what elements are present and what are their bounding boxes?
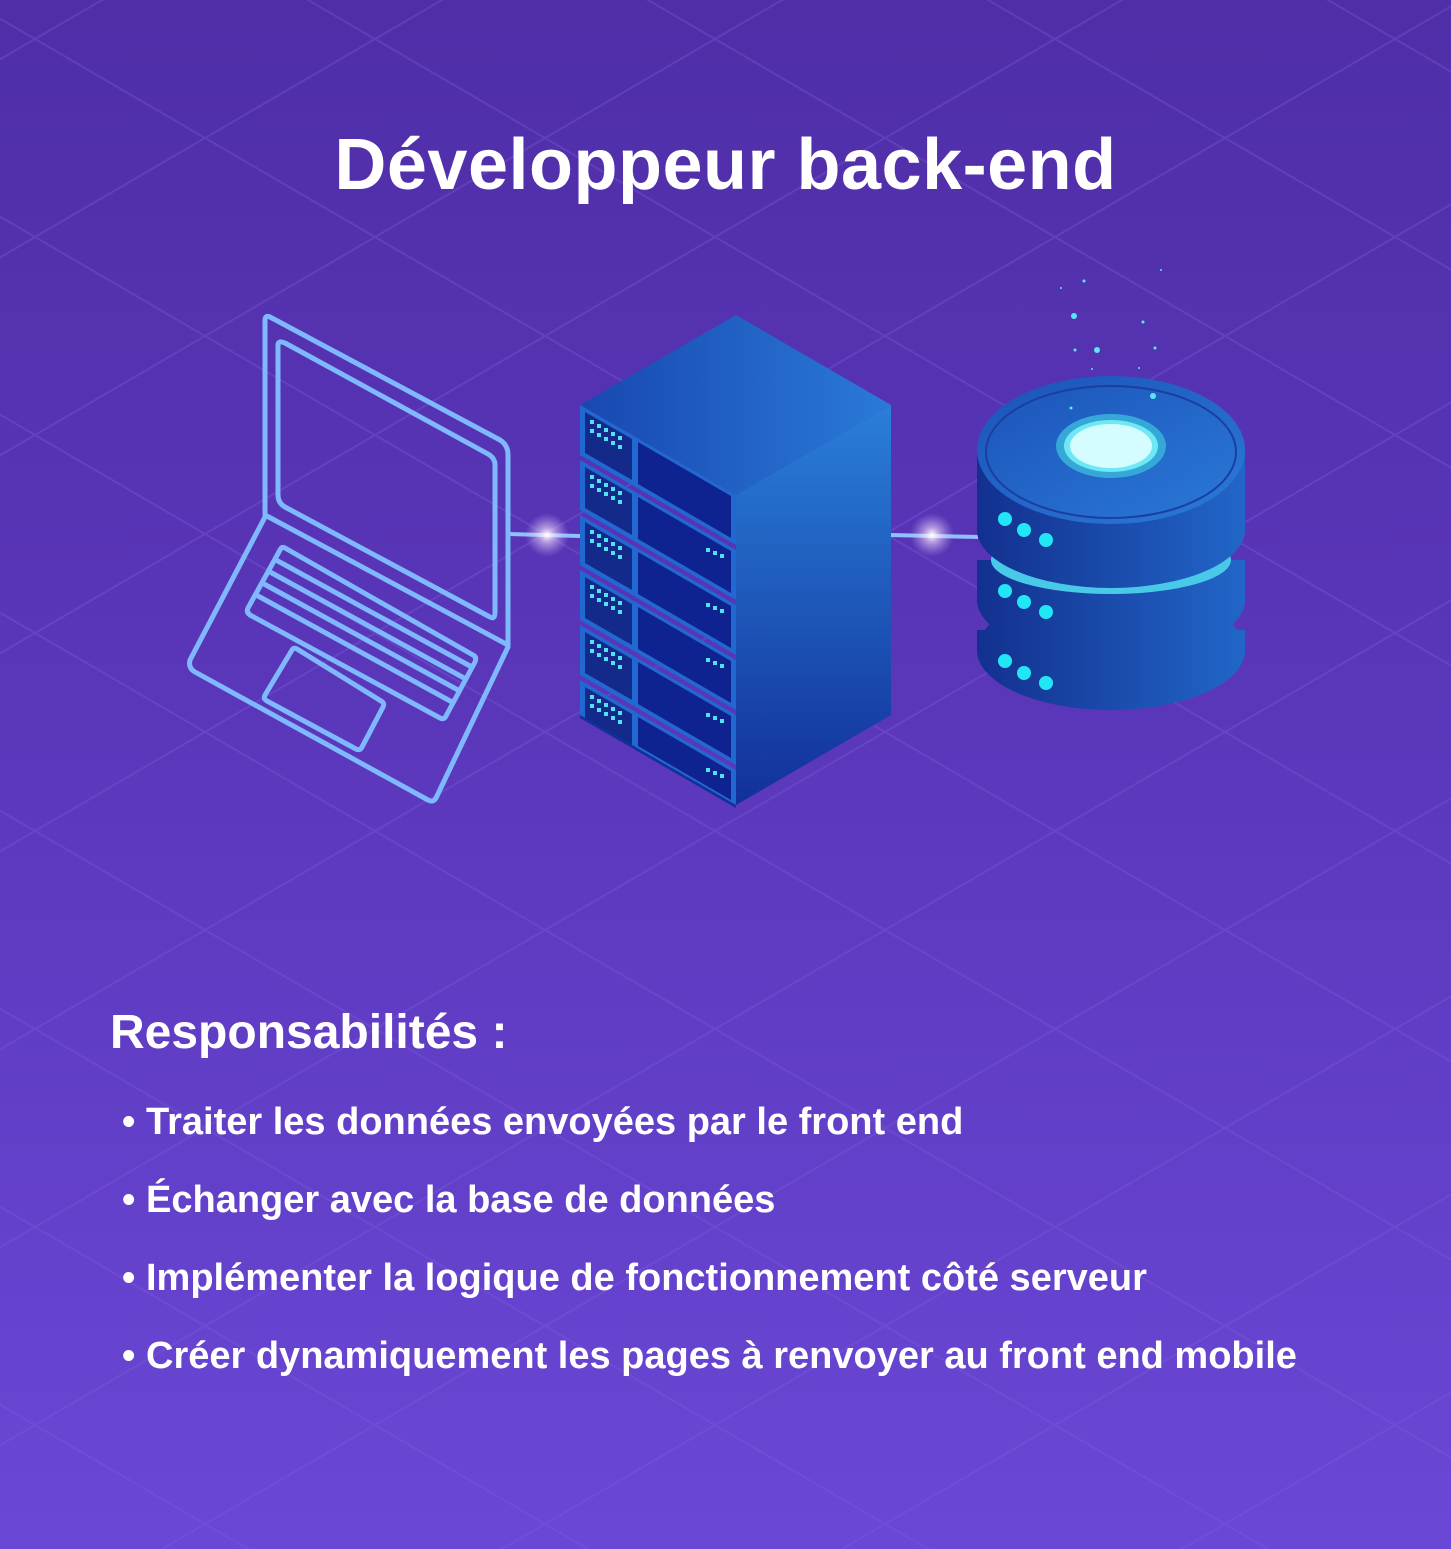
responsibilities-heading: Responsabilités : [110,1006,508,1059]
database-icon [977,269,1245,710]
page-title: Développeur back-end [334,125,1117,206]
list-item: •Échanger avec la base de données [110,1176,1360,1224]
list-item: •Traiter les données envoyées par le fro… [110,1098,1360,1146]
list-item-text: Créer dynamiquement les pages à renvoyer… [146,1335,1297,1377]
list-item-text: Traiter les données envoyées par le fron… [146,1101,964,1143]
bullet-icon: • [122,1335,136,1377]
list-item: •Créer dynamiquement les pages à renvoye… [110,1332,1360,1380]
connector-server-database [889,513,979,557]
responsibilities-list: •Traiter les données envoyées par le fro… [110,1098,1360,1410]
list-item-text: Échanger avec la base de données [146,1179,776,1221]
bullet-icon: • [122,1101,136,1143]
connector-laptop-server [507,513,581,557]
laptop-icon [187,313,511,804]
list-item-text: Implémenter la logique de fonctionnement… [146,1257,1147,1299]
server-units [580,405,736,808]
bullet-icon: • [122,1257,136,1299]
server-rack-icon [580,315,891,808]
architecture-illustration [187,269,1245,808]
bullet-icon: • [122,1179,136,1221]
list-item: •Implémenter la logique de fonctionnemen… [110,1254,1360,1302]
